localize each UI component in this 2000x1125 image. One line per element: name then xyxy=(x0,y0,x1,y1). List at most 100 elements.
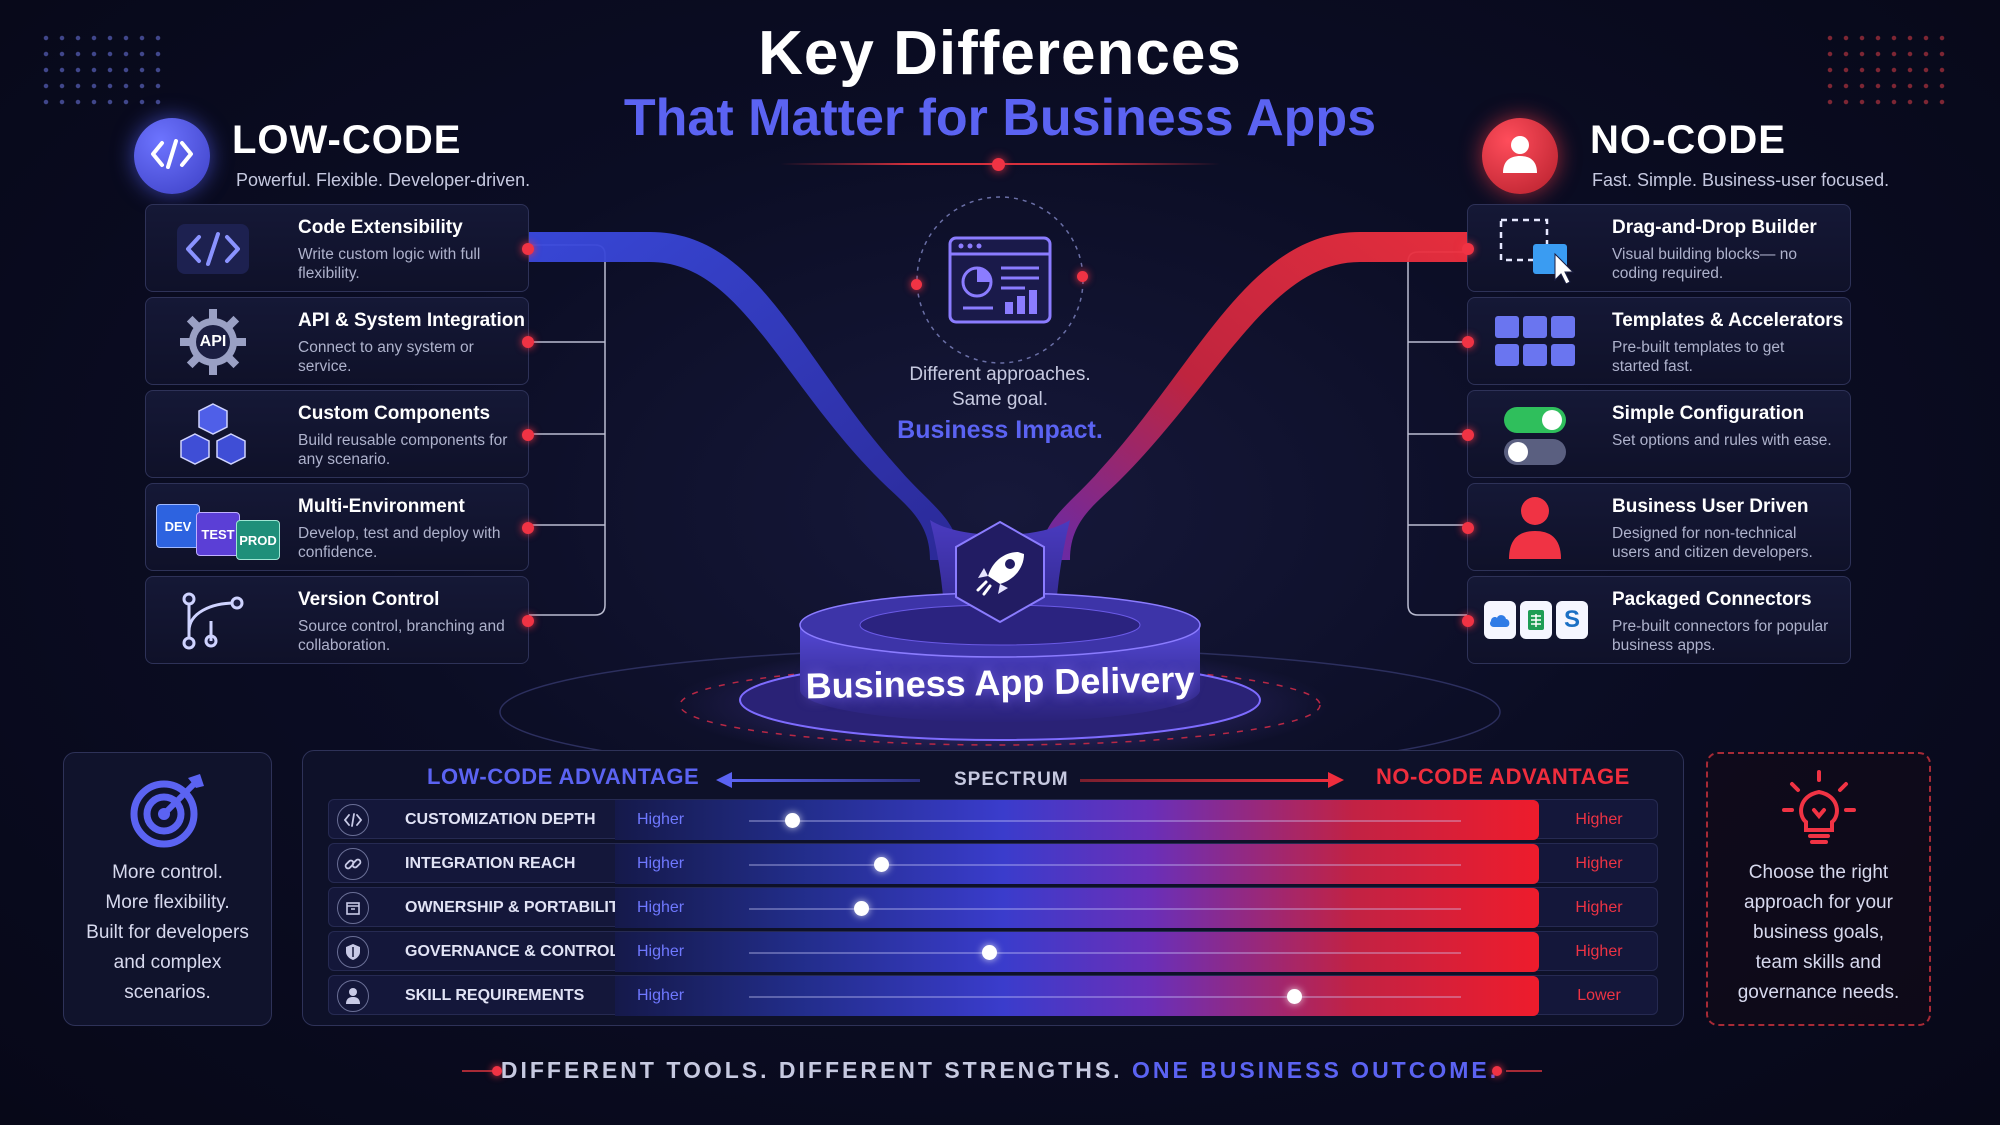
feature-title: Custom Components xyxy=(298,403,491,424)
row-label: GOVERNANCE & CONTROLS xyxy=(405,943,630,960)
recommendation-text: Choose the right approach for your busin… xyxy=(1706,858,1931,1008)
connector-dot xyxy=(522,336,534,348)
sharepoint-app-tile: S xyxy=(1556,601,1588,639)
low-code-badge xyxy=(134,118,210,194)
cloud-app-tile xyxy=(1484,601,1516,639)
lightbulb-icon xyxy=(1782,770,1856,850)
recommendation-line: team skills and xyxy=(1755,952,1882,973)
templates-icon xyxy=(1480,308,1590,376)
feature-title: API & System Integration xyxy=(298,310,525,331)
spectrum-row-ownership-portability: OWNERSHIP & PORTABILITY Higher Higher xyxy=(328,887,1658,928)
connector-dot xyxy=(522,615,534,627)
footer-dot-right xyxy=(1492,1066,1502,1076)
feature-card-templates: Templates & Accelerators Pre-built templ… xyxy=(1462,297,1851,385)
env-prod-tile: PROD xyxy=(236,520,280,560)
slider-track xyxy=(749,864,1461,866)
no-code-tagline: Fast. Simple. Business-user focused. xyxy=(1592,170,1890,190)
connector-dot xyxy=(1462,615,1474,627)
feature-card-drag-drop: Drag-and-Drop Builder Visual building bl… xyxy=(1462,204,1851,292)
slider-knob[interactable] xyxy=(784,813,800,828)
page-title: Key Differences xyxy=(758,19,1242,88)
dashboard-ring-dot-right xyxy=(1077,271,1088,282)
summary-line: scenarios. xyxy=(124,982,211,1003)
spectrum-arrow-right xyxy=(1080,772,1344,788)
feature-desc: Visual building blocks— no coding requir… xyxy=(1612,246,1797,282)
decorative-dots-right xyxy=(1822,30,1952,110)
row-left-value: Higher xyxy=(637,899,685,916)
footer-part2: ONE BUSINESS OUTCOME. xyxy=(1131,1057,1500,1083)
summary-line: Built for developers xyxy=(86,922,249,943)
spectrum-label: SPECTRUM xyxy=(954,769,1069,790)
slider-track xyxy=(749,908,1461,910)
branch-icon xyxy=(158,587,268,655)
user-icon xyxy=(337,980,369,1012)
env-test-tile: TEST xyxy=(196,512,240,556)
feature-title: Simple Configuration xyxy=(1612,403,1805,424)
feature-desc: Develop, test and deploy with confidence… xyxy=(298,525,501,561)
footer-part1: DIFFERENT TOOLS. DIFFERENT STRENGTHS. xyxy=(500,1057,1123,1083)
rocket-icon xyxy=(970,548,1030,598)
feature-card-api-integration: API API & System Integration Connect to … xyxy=(145,297,534,385)
connectors-icon: S xyxy=(1480,587,1590,655)
drag-drop-icon xyxy=(1480,215,1590,284)
code-brackets-icon xyxy=(150,138,194,174)
feature-card-simple-configuration: Simple Configuration Set options and rul… xyxy=(1462,390,1851,478)
row-left-value: Higher xyxy=(637,943,685,960)
connector-dot xyxy=(1462,243,1474,255)
summary-line: More control. xyxy=(112,862,223,883)
row-right-value: Higher xyxy=(1575,899,1623,916)
feature-desc: Set options and rules with ease. xyxy=(1612,432,1832,449)
spectrum-gradient-bar xyxy=(615,888,1539,928)
spectrum-arrow-left xyxy=(716,772,920,788)
spectrum-gradient-bar xyxy=(615,800,1539,840)
spectrum-row-governance-controls: GOVERNANCE & CONTROLS Higher Higher xyxy=(328,931,1658,972)
row-label: OWNERSHIP & PORTABILITY xyxy=(405,899,630,916)
summary-line: More flexibility. xyxy=(105,892,230,913)
slider-knob[interactable] xyxy=(981,945,997,960)
feature-card-business-user: Business User Driven Designed for non-te… xyxy=(1462,483,1851,571)
recommendation-line: Choose the right xyxy=(1748,862,1889,883)
summary-line: and complex xyxy=(113,952,222,973)
sheets-app-tile xyxy=(1520,601,1552,639)
row-right-value: Higher xyxy=(1575,943,1623,960)
recommendation-line: approach for your xyxy=(1744,892,1893,913)
target-icon xyxy=(126,770,212,850)
feature-desc: Pre-built connectors for popular busines… xyxy=(1612,618,1829,654)
code-icon xyxy=(337,804,369,836)
api-gear-icon: API xyxy=(158,308,268,376)
connector-dot xyxy=(1462,522,1474,534)
feature-card-multi-environment: DEV TEST PROD Multi-Environment Develop,… xyxy=(145,483,534,571)
footer-line-left xyxy=(462,1070,498,1072)
link-icon xyxy=(337,848,369,880)
spectrum-gradient-bar xyxy=(615,932,1539,972)
footer-dot-left xyxy=(492,1066,502,1076)
no-code-title: NO-CODE xyxy=(1590,118,1786,162)
feature-title: Packaged Connectors xyxy=(1612,589,1812,610)
decorative-dots-left xyxy=(38,30,168,110)
low-code-summary-text: More control. More flexibility. Built fo… xyxy=(63,858,272,1008)
dashboard-icon xyxy=(945,232,1055,328)
no-code-advantage-label: NO-CODE ADVANTAGE xyxy=(1376,764,1630,789)
spectrum-row-skill-requirements: SKILL REQUIREMENTS Higher Lower xyxy=(328,975,1658,1016)
spectrum-gradient-bar xyxy=(615,844,1539,884)
environments-icon: DEV TEST PROD xyxy=(152,494,282,562)
title-divider-dot xyxy=(992,158,1005,171)
code-brackets-icon xyxy=(158,215,268,283)
row-right-value: Higher xyxy=(1575,811,1623,828)
slider-track xyxy=(749,952,1461,954)
feature-title: Business User Driven xyxy=(1612,496,1809,517)
row-label: INTEGRATION REACH xyxy=(405,855,576,872)
low-code-tagline: Powerful. Flexible. Developer-driven. xyxy=(236,170,531,190)
recommendation-box xyxy=(1706,752,1931,1026)
api-label: API xyxy=(199,333,227,350)
center-caption-highlight: Business Impact. xyxy=(897,416,1103,444)
slider-knob[interactable] xyxy=(853,901,869,916)
row-label: CUSTOMIZATION DEPTH xyxy=(405,811,596,828)
recommendation-line: governance needs. xyxy=(1737,982,1900,1003)
page-subtitle: That Matter for Business Apps xyxy=(623,89,1377,147)
slider-knob[interactable] xyxy=(1287,989,1303,1004)
cubes-icon xyxy=(158,401,268,469)
feature-title: Templates & Accelerators xyxy=(1612,310,1844,331)
slider-knob[interactable] xyxy=(873,857,889,872)
feature-card-code-extensibility: Code Extensibility Write custom logic wi… xyxy=(145,204,534,292)
